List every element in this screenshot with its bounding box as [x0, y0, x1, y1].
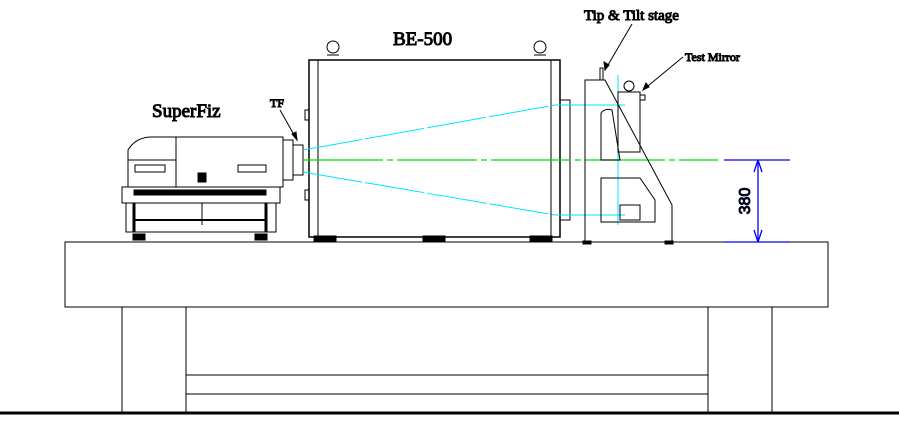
- superfiz-interferometer: [121, 136, 284, 241]
- height-dimension: [724, 159, 790, 243]
- label-be500: BE-500: [393, 29, 452, 50]
- label-superfiz: SuperFiz: [152, 101, 221, 122]
- label-tip-tilt-stage: Tip & Tilt stage: [584, 8, 679, 24]
- label-tf: TF: [270, 96, 284, 110]
- test-mirror: [617, 80, 646, 153]
- transmission-flat: [282, 139, 304, 181]
- beam-outline: [302, 75, 625, 225]
- leader-arrows: [279, 23, 684, 142]
- optical-table: [64, 241, 829, 414]
- be500-beam-expander: [304, 40, 571, 243]
- dimension-value: 380: [737, 188, 754, 215]
- label-test-mirror: Test Mirror: [685, 50, 740, 64]
- tip-tilt-stage: [582, 67, 674, 245]
